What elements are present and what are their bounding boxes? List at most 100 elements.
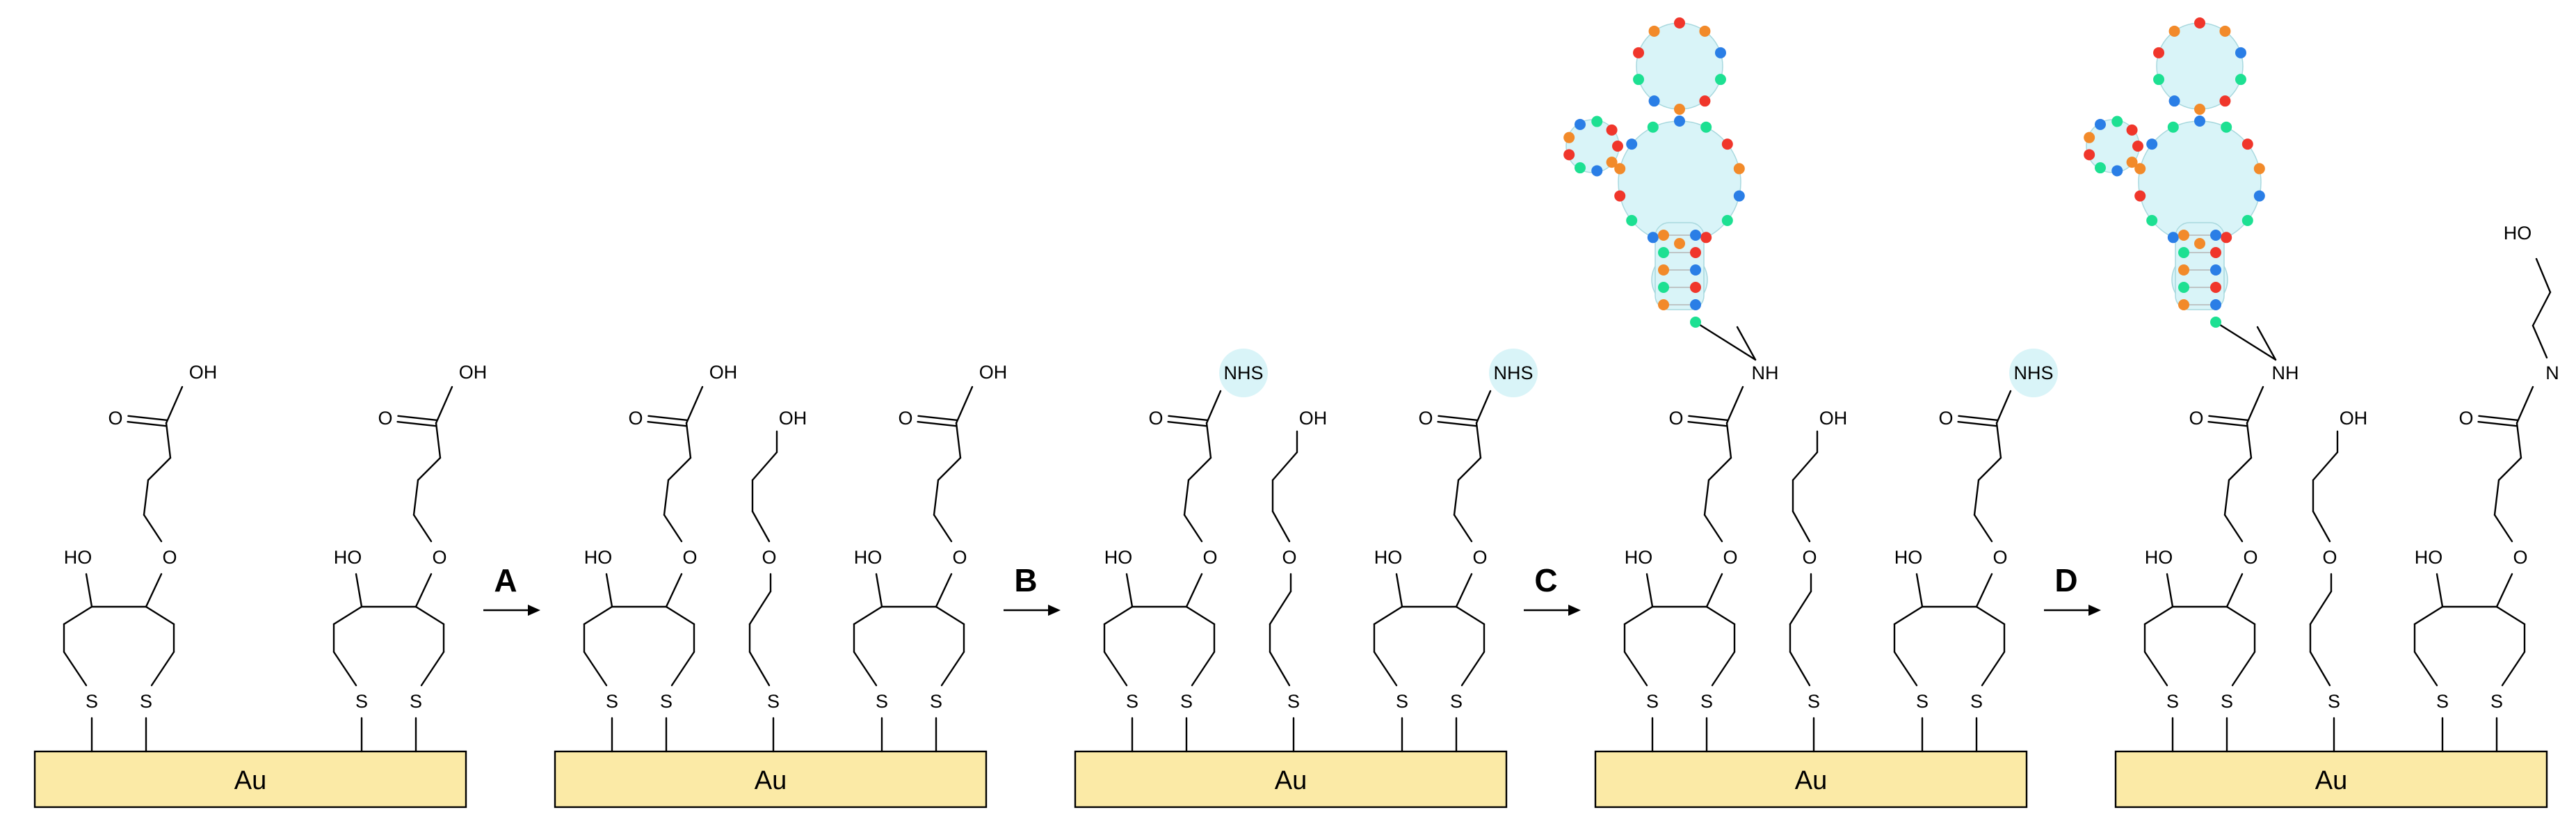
bond xyxy=(1455,573,1473,608)
bond xyxy=(665,605,695,626)
hydroxyl-label: HO xyxy=(1625,547,1653,568)
nhs-ester-halo xyxy=(1489,349,1538,397)
bond xyxy=(2309,590,2333,626)
nucleotide xyxy=(1575,118,1586,130)
sulfur-atom: S xyxy=(1450,691,1463,712)
bond xyxy=(1736,326,1757,361)
nucleotide xyxy=(2095,162,2106,174)
step-label: A xyxy=(494,562,517,598)
bond xyxy=(420,651,445,687)
bond xyxy=(665,573,683,608)
nucleotide xyxy=(2221,121,2232,133)
amine-nitrogen: N xyxy=(2545,363,2559,383)
carboxyl-hydroxyl: OH xyxy=(189,362,218,383)
bond xyxy=(2515,422,2522,459)
bond xyxy=(748,590,772,626)
bond xyxy=(147,456,172,481)
nucleotide xyxy=(1575,162,1586,174)
sulfur-atom: S xyxy=(606,691,618,712)
double-bond xyxy=(397,415,437,422)
bond xyxy=(933,513,953,543)
bond xyxy=(412,513,433,543)
bond xyxy=(1205,422,1212,459)
ethanol-hydroxyl: HO xyxy=(2504,223,2532,244)
nucleotide xyxy=(1674,238,1685,249)
nucleotide xyxy=(2210,282,2221,293)
nucleotide xyxy=(2111,165,2123,177)
nucleotide xyxy=(1648,95,1660,107)
carbonyl-oxygen: O xyxy=(2458,408,2473,429)
gold-substrate-label: Au xyxy=(1275,766,1307,795)
nucleotide xyxy=(1690,247,1701,258)
double-bond xyxy=(1687,420,1728,427)
nucleotide xyxy=(1714,47,1726,58)
bond xyxy=(165,422,172,459)
nucleotide xyxy=(2178,282,2189,293)
bond xyxy=(2228,456,2253,481)
hydroxyl-label: HO xyxy=(2415,547,2443,568)
bond xyxy=(1269,590,1292,626)
bond xyxy=(1103,605,1134,626)
bond xyxy=(2246,385,2264,424)
bond xyxy=(2495,573,2513,608)
bond xyxy=(1205,390,1222,424)
ether-oxygen: O xyxy=(162,547,177,568)
bond xyxy=(1271,451,1298,481)
nucleotide xyxy=(2194,238,2205,249)
double-bond xyxy=(1957,420,1997,427)
bond xyxy=(1185,605,1216,626)
ether-oxygen: O xyxy=(1472,547,1487,568)
ether-oxygen: O xyxy=(2513,547,2527,568)
bond xyxy=(748,651,771,687)
amide-nh: NH xyxy=(2272,363,2299,383)
nhs-ester-label: NHS xyxy=(2013,363,2053,383)
carbonyl-oxygen: O xyxy=(378,408,392,429)
bond xyxy=(1705,605,1736,626)
hydroxyl-label: HO xyxy=(64,547,92,568)
nucleotide xyxy=(2167,121,2179,133)
amide-nh: NH xyxy=(1752,363,1779,383)
bond xyxy=(875,573,883,608)
ether-oxygen: O xyxy=(1993,547,2007,568)
nucleotide xyxy=(1563,149,1575,161)
bond xyxy=(2225,573,2244,608)
nucleotide xyxy=(2153,74,2165,86)
nucleotide xyxy=(2168,95,2180,107)
bond xyxy=(685,422,692,459)
nucleotide xyxy=(1700,121,1712,133)
nucleotide xyxy=(1563,132,1575,143)
ether-oxygen: O xyxy=(1202,547,1217,568)
bond xyxy=(2143,651,2168,687)
bond xyxy=(583,651,608,687)
gold-substrate-label: Au xyxy=(2315,766,2347,795)
bond xyxy=(685,385,704,424)
sulfur-atom: S xyxy=(2221,691,2233,712)
gold-substrate xyxy=(1074,750,1508,809)
nucleotide xyxy=(2210,230,2221,241)
ether-oxygen: O xyxy=(682,547,697,568)
bond xyxy=(940,651,965,687)
step-label: D xyxy=(2054,562,2077,598)
double-bond xyxy=(1958,415,1998,422)
step-label: B xyxy=(1014,562,1037,598)
nucleotide xyxy=(1674,104,1685,115)
terminal-hydroxyl: OH xyxy=(1819,408,1848,429)
bond xyxy=(1792,451,1819,481)
nucleotide xyxy=(2210,317,2221,328)
nucleotide xyxy=(2235,74,2246,86)
nucleotide xyxy=(2134,163,2146,175)
gold-substrate-label: Au xyxy=(234,766,266,795)
bond xyxy=(1103,651,1128,687)
sulfur-atom: S xyxy=(1916,691,1929,712)
bond xyxy=(937,456,962,481)
nucleotide xyxy=(1626,214,1638,226)
nucleotide xyxy=(1714,74,1726,86)
carbonyl-oxygen: O xyxy=(628,408,643,429)
bond xyxy=(2436,573,2444,608)
hydroxyl-label: HO xyxy=(1104,547,1133,568)
nucleotide xyxy=(2111,116,2123,127)
bond xyxy=(145,605,175,626)
bond xyxy=(1271,510,1291,543)
